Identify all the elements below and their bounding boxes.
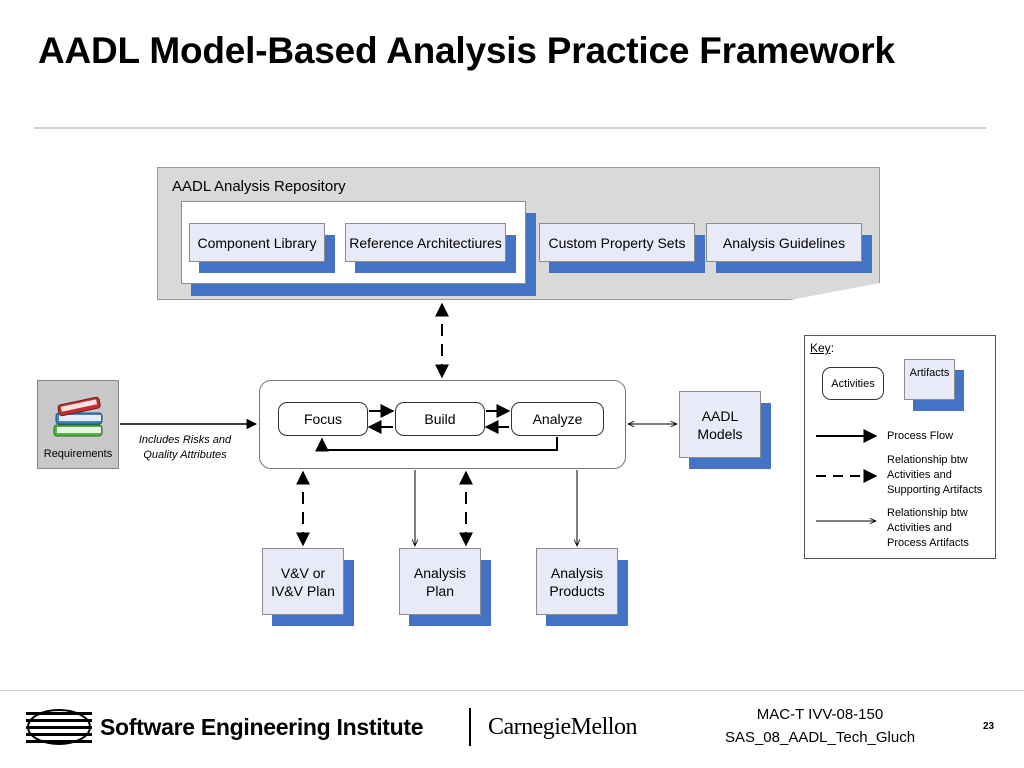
aadl-models-box: AADL Models xyxy=(679,391,761,458)
analysis-plan-line2: Plan xyxy=(425,582,455,599)
legend-title: Key: xyxy=(810,341,835,355)
requirements-note: Includes Risks and Quality Attributes xyxy=(126,433,244,463)
legend-artifacts-label: Artifacts xyxy=(909,367,950,379)
page-number: 23 xyxy=(983,721,995,732)
analysis-plan-line1: Analysis xyxy=(413,564,467,581)
sei-logo-icon xyxy=(26,709,92,745)
analysis-products-box: Analysis Products xyxy=(536,548,618,615)
activity-analyze: Analyze xyxy=(511,402,604,436)
aadl-models-line2: Models xyxy=(697,425,743,442)
legend-process-line2: Activities and xyxy=(887,522,952,534)
reference-architectures-label: Reference Architectiures xyxy=(349,234,502,251)
footer-doc-name: SAS_08_AADL_Tech_Gluch xyxy=(724,729,916,746)
legend-activities: Activities xyxy=(822,367,884,400)
footer-divider xyxy=(0,690,1024,691)
slide-title: AADL Model-Based Analysis Practice Frame… xyxy=(38,30,895,71)
legend-process-artifacts-text: Relationship btw Activities and Process … xyxy=(887,506,969,551)
footer-sei-name: Software Engineering Institute xyxy=(100,714,424,740)
footer-doc-id: MAC-T IVV-08-150 xyxy=(756,706,884,723)
legend-process-line1: Relationship btw xyxy=(887,507,968,519)
analysis-plan-box: Analysis Plan xyxy=(399,548,481,615)
footer-separator xyxy=(469,708,471,746)
custom-property-sets-box: Custom Property Sets xyxy=(539,223,695,262)
title-divider xyxy=(34,127,986,129)
footer-cmu-name: CarnegieMellon xyxy=(488,714,637,740)
legend-supporting-line2: Activities and xyxy=(887,469,952,481)
repository-page-fold xyxy=(790,283,880,300)
reference-architectures-box: Reference Architectiures xyxy=(345,223,506,262)
activity-focus: Focus xyxy=(278,402,368,436)
legend-activities-label: Activities xyxy=(831,377,875,390)
legend-artifacts: Artifacts xyxy=(904,359,955,400)
repository-label: AADL Analysis Repository xyxy=(172,178,346,195)
analysis-guidelines-label: Analysis Guidelines xyxy=(722,234,846,251)
requirements-box xyxy=(37,380,119,469)
analysis-products-line2: Products xyxy=(549,582,605,599)
activity-focus-label: Focus xyxy=(303,411,343,427)
legend-process-line3: Process Artifacts xyxy=(887,537,969,549)
legend-process-flow-text: Process Flow xyxy=(887,430,954,442)
component-library-label: Component Library xyxy=(197,234,317,251)
aadl-models-line1: AADL xyxy=(701,407,739,424)
requirements-note-line1: Includes Risks and xyxy=(138,434,232,446)
component-library-box: Component Library xyxy=(189,223,325,262)
legend-supporting-line1: Relationship btw xyxy=(887,454,968,466)
vv-plan-line2: IV&V Plan xyxy=(271,582,335,599)
legend-title-text: Key xyxy=(810,341,831,355)
activity-analyze-label: Analyze xyxy=(532,411,583,427)
requirements-note-line2: Quality Attributes xyxy=(143,449,227,461)
custom-property-sets-label: Custom Property Sets xyxy=(548,234,686,251)
legend-supporting-text: Relationship btw Activities and Supporti… xyxy=(887,453,982,498)
feedback-loop xyxy=(315,437,558,452)
books-icon xyxy=(53,396,103,437)
analysis-products-line1: Analysis xyxy=(550,564,604,581)
vv-plan-box: V&V or IV&V Plan xyxy=(262,548,344,615)
legend-supporting-line3: Supporting Artifacts xyxy=(887,484,983,496)
activity-build: Build xyxy=(395,402,485,436)
analysis-guidelines-box: Analysis Guidelines xyxy=(706,223,862,262)
requirements-label: Requirements xyxy=(43,448,113,460)
vv-plan-line1: V&V or xyxy=(280,564,326,581)
activity-build-label: Build xyxy=(424,411,456,427)
